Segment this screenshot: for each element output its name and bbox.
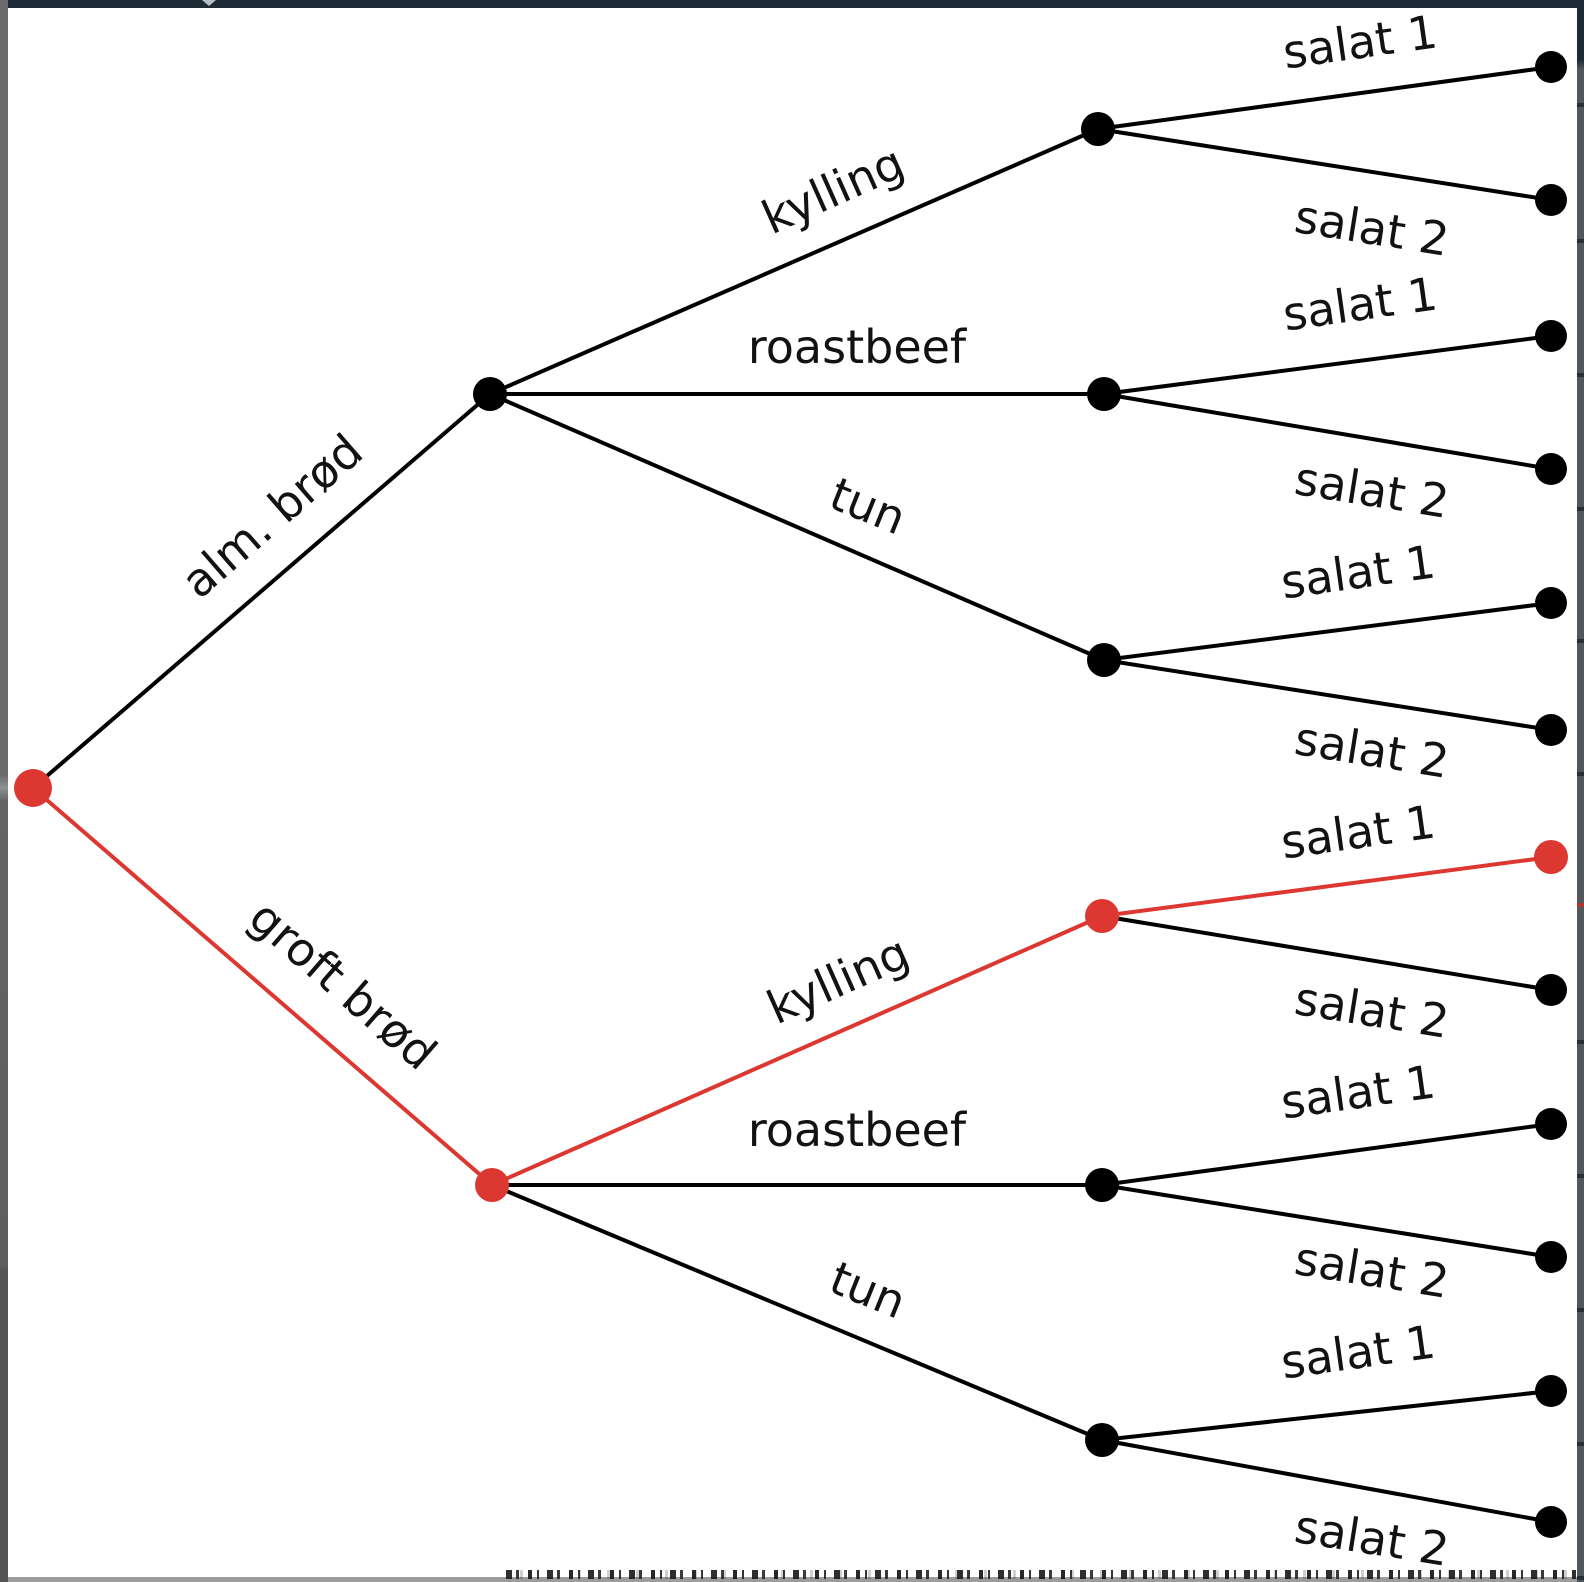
right-border-tick [1577,239,1584,243]
edge-bot-kylling-leaf8 [1100,914,1553,992]
edge-label-10: salat 1 [1279,266,1440,341]
edge-bot-tun-leaf12 [1100,1438,1553,1524]
node-top-roastbeef[interactable] [1087,377,1121,411]
node-leaf4[interactable] [1535,453,1567,485]
window-right-border [1577,0,1584,1582]
edge-top-roastbeef-leaf3 [1102,334,1553,396]
edge-label-5: kylling [759,925,917,1035]
node-leaf1[interactable] [1535,51,1567,83]
edge-label-4: tun [822,467,913,546]
edge-label-2: kylling [754,135,912,245]
node-bread-groft[interactable] [475,1168,509,1202]
edge-bot-tun-leaf11 [1100,1389,1553,1442]
edge-label-12: salat 1 [1277,534,1438,609]
edge-top-tun-leaf6 [1102,658,1553,732]
edge-bread-alm-top-tun [488,392,1106,662]
edge-label-6: roastbeef [748,1103,968,1157]
edge-label-19: salat 2 [1291,1499,1453,1577]
right-border-tick-red [1577,903,1584,907]
node-leaf6[interactable] [1535,714,1567,746]
edge-label-14: salat 1 [1277,794,1438,869]
node-leaf8[interactable] [1535,974,1567,1006]
node-bot-tun[interactable] [1085,1423,1119,1457]
edge-label-9: salat 2 [1291,189,1453,267]
node-leaf10[interactable] [1535,1241,1567,1273]
right-border-tick [1577,1174,1584,1178]
edge-label-15: salat 2 [1291,971,1453,1049]
node-leaf9[interactable] [1535,1108,1567,1140]
edge-bot-roastbeef-leaf9 [1100,1122,1553,1187]
edge-label-1: groft brød [239,890,447,1081]
edge-bot-roastbeef-leaf10 [1100,1183,1553,1259]
right-border-tick [1577,639,1584,643]
edge-label-3: roastbeef [748,320,968,374]
edge-label-17: salat 2 [1291,1231,1453,1309]
right-border-tick [1577,1040,1584,1044]
right-border-tick [1577,772,1584,776]
right-border-tick [1577,507,1584,511]
right-border-tick [1577,103,1584,107]
clipped-text-strip [506,1570,1576,1579]
window-bottom-border [0,1577,1584,1582]
node-top-tun[interactable] [1087,643,1121,677]
edge-top-kylling-leaf1 [1096,65,1553,131]
window-left-border [0,0,8,1582]
node-leaf2[interactable] [1535,184,1567,216]
edge-bread-alm-top-kylling [488,127,1100,396]
edge-top-kylling-leaf2 [1096,127,1553,202]
edge-bread-groft-bot-kylling [490,914,1104,1187]
edge-top-roastbeef-leaf4 [1102,392,1553,471]
node-leaf3[interactable] [1535,320,1567,352]
node-bot-roastbeef[interactable] [1085,1168,1119,1202]
right-border-tick [1577,373,1584,377]
right-border-tick [1577,1308,1584,1312]
edge-bot-kylling-leaf7 [1100,855,1553,918]
window-top-border [0,0,1584,8]
edge-label-11: salat 2 [1291,451,1453,529]
node-root[interactable] [14,769,52,807]
node-leaf5[interactable] [1535,587,1567,619]
edge-label-13: salat 2 [1291,711,1453,789]
edge-label-18: salat 1 [1277,1314,1438,1389]
right-border-tick [1577,1442,1584,1446]
node-leaf12[interactable] [1535,1506,1567,1538]
top-border-notch [202,0,216,6]
edge-label-8: salat 1 [1279,4,1440,79]
node-top-kylling[interactable] [1081,112,1115,146]
node-bread-alm[interactable] [473,377,507,411]
edge-bread-groft-bot-tun [490,1183,1104,1442]
right-border-tick [1577,1576,1584,1580]
edge-label-7: tun [822,1251,913,1330]
edge-root-bread-alm [31,392,492,790]
edge-top-tun-leaf5 [1102,601,1553,662]
node-bot-kylling[interactable] [1085,899,1119,933]
node-leaf7[interactable] [1534,840,1568,874]
node-leaf11[interactable] [1535,1375,1567,1407]
edge-root-bread-groft [31,786,494,1187]
edge-label-16: salat 1 [1277,1054,1438,1129]
